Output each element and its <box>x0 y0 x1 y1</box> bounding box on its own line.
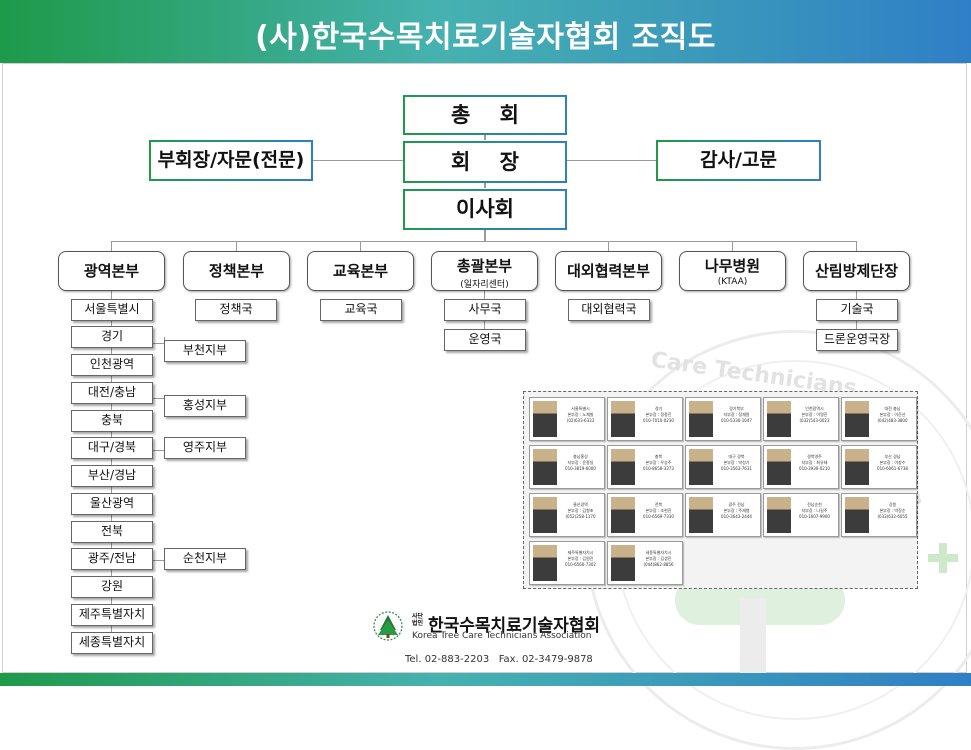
portrait-photo <box>767 449 791 485</box>
tree-logo-icon <box>373 611 403 641</box>
dept-policy: 정책본부 <box>183 251 290 291</box>
dept-general: 총괄본부(일자리센터) <box>431 251 538 291</box>
portrait-photo <box>689 497 713 533</box>
auditor-box: 감사/고문 <box>656 140 821 181</box>
connector <box>111 241 857 242</box>
region-item: 서울특별시 <box>71 299 153 321</box>
branch-item: 홍성지부 <box>164 395 246 417</box>
connector <box>732 241 733 251</box>
dept-regional: 광역본부 <box>58 251 165 291</box>
forest-sub-item: 드론운영국장 <box>816 329 898 351</box>
portrait-photo <box>533 449 557 485</box>
association-name: 한국수목치료기술자협회 <box>428 616 601 636</box>
portrait-photo <box>533 545 557 581</box>
region-item: 충북 <box>71 410 153 432</box>
education-sub-item: 교육국 <box>320 299 402 321</box>
president-box: 회 장 <box>403 141 567 183</box>
region-item: 부산/경남 <box>71 465 153 487</box>
region-item: 세종특별자치 <box>71 632 153 654</box>
connector <box>153 343 165 344</box>
portrait-photo <box>767 401 791 437</box>
portrait-photo <box>611 497 635 533</box>
connector <box>153 398 165 399</box>
board-box: 이사회 <box>403 189 567 230</box>
association-name-english: Korea Tree Care Technicians Association <box>412 631 592 641</box>
region-item: 울산광역 <box>71 493 153 515</box>
general-sub-item: 사무국 <box>444 299 526 321</box>
page-title: (사)한국수목치료기술자협회 조직도 <box>255 20 716 55</box>
contact-info: Tel. 02-883-2203 Fax. 02-3479-9878 <box>405 654 593 665</box>
portrait-photo <box>611 401 635 437</box>
portrait-photo <box>845 497 869 533</box>
portrait-photo <box>767 497 791 533</box>
general-assembly-box: 총 회 <box>403 95 567 135</box>
connector <box>484 230 486 242</box>
connector <box>484 134 486 140</box>
policy-sub-item: 정책국 <box>195 299 277 321</box>
connector <box>608 241 609 251</box>
connector <box>856 241 857 251</box>
connector <box>153 450 165 451</box>
page-frame <box>2 63 967 673</box>
portrait-photo <box>845 401 869 437</box>
dept-forest-control: 산림방제단장 <box>803 251 910 291</box>
branch-item: 순천지부 <box>164 548 246 570</box>
watermark-tree-trunk <box>740 598 766 674</box>
cross-icon-bar <box>928 554 958 562</box>
region-item: 제주특별자치 <box>71 604 153 626</box>
connector <box>111 241 112 251</box>
external-sub-item: 대외협력국 <box>568 299 650 321</box>
vice-president-box: 부회장/자문(전문) <box>149 140 313 181</box>
region-item: 인천광역 <box>71 354 153 376</box>
dept-education: 교육본부 <box>307 251 414 291</box>
branch-item: 영주지부 <box>164 437 246 459</box>
region-item: 경기 <box>71 326 153 348</box>
region-item: 강원 <box>71 576 153 598</box>
region-item: 대전/충남 <box>71 382 153 404</box>
connector <box>236 241 237 251</box>
portrait-photo <box>611 449 635 485</box>
forest-sub-item: 기술국 <box>816 299 898 321</box>
general-sub-item: 운영국 <box>444 329 526 351</box>
dept-tree-hospital: 나무병원(KTAA) <box>679 251 786 291</box>
region-item: 전북 <box>71 521 153 543</box>
footer-bar <box>0 673 971 686</box>
portrait-photo <box>845 449 869 485</box>
connector <box>566 160 658 161</box>
connector <box>360 241 361 251</box>
connector <box>153 560 165 561</box>
connector <box>484 182 486 188</box>
logo-corporate-mark: 사단 법인 <box>412 613 424 627</box>
portrait-photo <box>689 401 713 437</box>
portrait-photo <box>533 401 557 437</box>
connector <box>312 160 404 161</box>
branch-item: 부천지부 <box>164 340 246 362</box>
portrait-photo <box>533 497 557 533</box>
header-bar: (사)한국수목치료기술자협회 조직도 <box>0 0 971 63</box>
region-item: 광주/전남 <box>71 548 153 570</box>
portrait-photo <box>689 449 713 485</box>
region-item: 대구/경북 <box>71 437 153 459</box>
dept-external: 대외협력본부 <box>555 251 662 291</box>
portrait-photo <box>611 545 635 581</box>
